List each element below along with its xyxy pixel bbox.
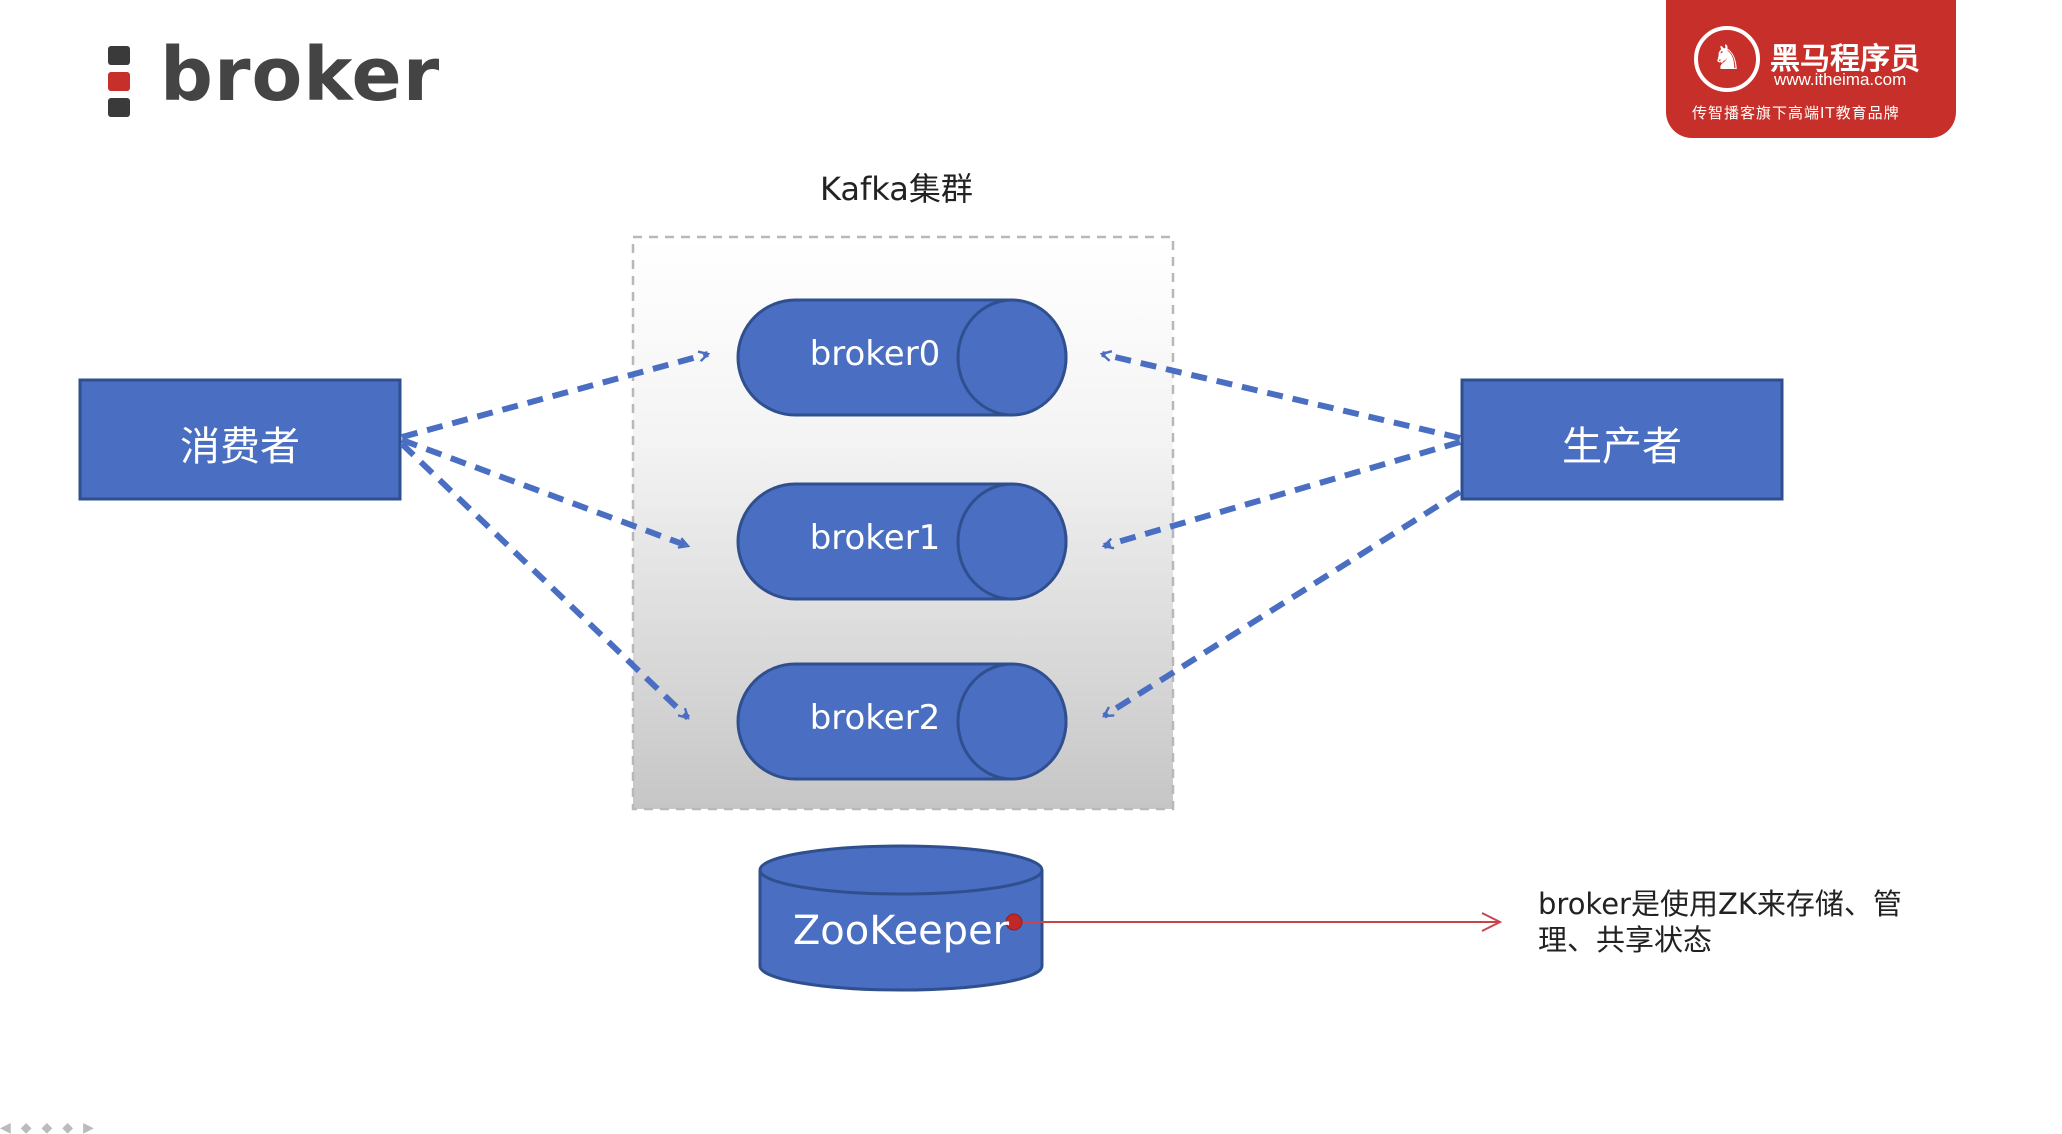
kafka-cluster-label: Kafka集群 [820, 170, 973, 208]
producer-to-broker0-arrow [1102, 354, 1461, 441]
title-accent-bar [108, 46, 130, 118]
consumer-box[interactable] [78, 378, 402, 501]
broker0-label: broker0 [809, 334, 941, 374]
broker2-node[interactable] [736, 662, 1068, 781]
producer-to-broker2-arrow [1104, 489, 1462, 719]
title-bar-top [108, 46, 130, 65]
broker1-node[interactable] [736, 482, 1068, 601]
broker1-label: broker1 [809, 518, 941, 558]
producer-box[interactable] [1460, 378, 1784, 501]
horse-head-icon: ♞ [1694, 26, 1760, 92]
zookeeper-connector-dot [1005, 913, 1023, 931]
slide-title: broker [160, 32, 441, 118]
producer-to-broker1-arrow [1104, 439, 1461, 546]
zookeeper-note: broker是使用ZK来存储、管理、共享状态 [1538, 887, 1902, 957]
title-bar-bottom [108, 98, 130, 117]
logo-url: www.itheima.com [1774, 70, 1907, 89]
consumer-label: 消费者 [180, 424, 300, 470]
zookeeper-label: ZooKeeper [792, 908, 1010, 954]
consumer-to-broker2-arrow [399, 441, 691, 721]
slide-nav-controls-icon[interactable]: ◀◆◆◆▶ [0, 1120, 104, 1134]
logo-slogan: 传智播客旗下高端IT教育品牌 [1692, 104, 1900, 122]
zookeeper-cylinder[interactable] [758, 844, 1044, 992]
producer-label: 生产者 [1562, 424, 1682, 470]
broker2-label: broker2 [809, 698, 941, 738]
title-bar-middle [108, 72, 130, 91]
logo-name: 黑马程序员 [1770, 42, 1920, 77]
broker0-node[interactable] [736, 298, 1068, 417]
itheima-logo: ♞ 黑马程序员 www.itheima.com 传智播客旗下高端IT教育品牌 [1666, 0, 1956, 138]
consumer-to-broker0-arrow [401, 354, 708, 440]
